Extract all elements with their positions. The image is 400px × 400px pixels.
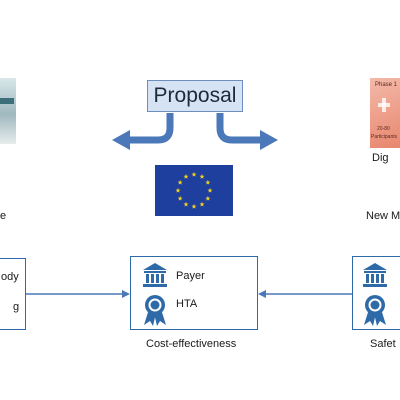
eu-star (183, 174, 189, 179)
eu-flag (155, 165, 233, 216)
phase-card-plus-h (378, 103, 390, 107)
eu-stars-icon (175, 171, 213, 209)
bank-building-icon (363, 263, 387, 287)
proposal-box: Proposal (147, 80, 243, 112)
arrow-right (216, 113, 262, 144)
proposal-label: Proposal (153, 84, 237, 107)
left-caption: e (0, 210, 7, 222)
phase-card-line1: 20-80 (377, 126, 390, 132)
award-ribbon-icon (364, 295, 386, 326)
eu-star (191, 203, 197, 209)
right-box (352, 256, 400, 330)
eu-star (205, 179, 211, 185)
center-caption: Cost-effectiveness (146, 338, 237, 350)
right-bottom-caption: Safet (370, 338, 396, 350)
arrow-left-head (112, 130, 130, 150)
eu-star (207, 187, 213, 193)
left-photo-detail (0, 98, 14, 104)
bank-building-icon (143, 263, 167, 287)
eu-star (183, 201, 189, 207)
award-ribbon-icon (144, 295, 166, 326)
phase-card-image: Phase 1 20-80 Participants (370, 78, 400, 148)
connector-left-head (122, 290, 130, 298)
eu-star (205, 195, 211, 201)
center-item-hta: HTA (176, 298, 198, 310)
phase-card-line2: Participants (371, 134, 398, 140)
eu-star (175, 187, 181, 193)
phase-card-title: Phase 1 (375, 82, 398, 88)
center-box: Payer HTA (130, 256, 258, 330)
arrow-right-head (260, 130, 278, 150)
eu-star (191, 171, 197, 177)
eu-star (177, 195, 183, 201)
eu-star (199, 174, 205, 179)
right-top-caption: Dig (372, 152, 389, 164)
left-box: ody g (0, 258, 26, 330)
left-box-line1: ody (1, 271, 19, 283)
left-photo (0, 78, 16, 144)
left-box-line2: g (13, 301, 20, 313)
center-item-payer: Payer (176, 270, 205, 282)
eu-star (199, 201, 205, 207)
right-caption: New M (366, 210, 400, 222)
connector-right-head (258, 290, 266, 298)
eu-star (177, 179, 183, 185)
arrow-left (128, 113, 174, 144)
